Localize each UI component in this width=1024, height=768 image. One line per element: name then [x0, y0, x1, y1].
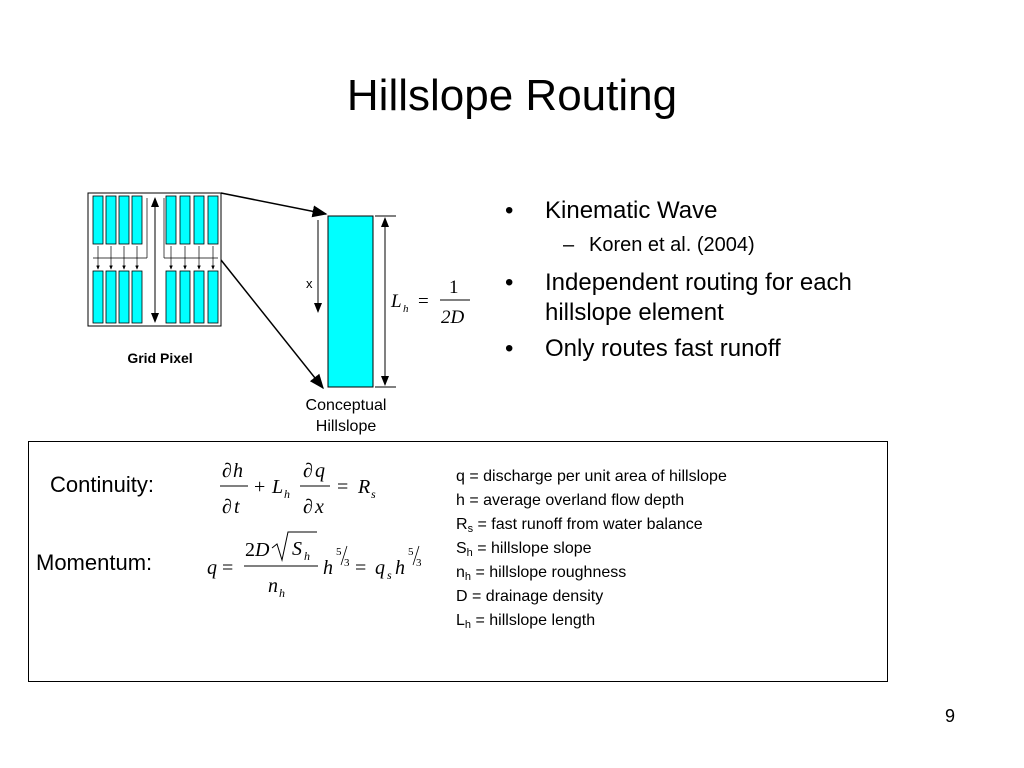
- bullet-dot: •: [505, 335, 514, 362]
- svg-text:=: =: [355, 557, 366, 579]
- momentum-equation: q = 2 D S h n h h 5 3 = q s h 5 3: [207, 531, 422, 600]
- hillslope-element: [193, 270, 205, 324]
- svg-text:=: =: [418, 291, 429, 312]
- svg-text:=: =: [337, 476, 348, 498]
- svg-text:S: S: [292, 538, 302, 560]
- svg-text:s: s: [371, 487, 376, 501]
- bullet-fast-runoff: • Only routes fast runoff: [505, 335, 781, 362]
- concept-line-2: Hillslope: [315, 418, 377, 435]
- svg-text:h: h: [233, 460, 243, 482]
- hillslope-element: [193, 195, 205, 245]
- x-label: x: [306, 276, 313, 291]
- equations-box: [28, 441, 888, 682]
- hillslope-element: [105, 270, 117, 324]
- svg-text:2D: 2D: [441, 307, 465, 328]
- variable-legend: q = discharge per unit area of hillslope…: [456, 465, 727, 633]
- svg-text:5: 5: [408, 546, 414, 558]
- svg-text:L: L: [390, 291, 402, 312]
- svg-text:∂: ∂: [222, 496, 232, 518]
- svg-text:t: t: [234, 496, 240, 518]
- hillslope-element: [207, 195, 219, 245]
- svg-text:q: q: [375, 557, 385, 579]
- svg-text:h: h: [323, 557, 333, 579]
- svg-text:=: =: [222, 557, 233, 579]
- svg-text:D: D: [254, 539, 270, 561]
- svg-text:h: h: [284, 487, 290, 501]
- legend-sh: Sh = hillslope slope: [456, 540, 592, 559]
- svg-text:5: 5: [336, 546, 342, 558]
- hillslope-element: [179, 270, 191, 324]
- hillslope-element: [165, 270, 177, 324]
- lh-formula: L h = 1 2D: [390, 277, 470, 328]
- legend-d: D = drainage density: [456, 588, 604, 605]
- hillslope-element: [131, 270, 143, 324]
- legend-lh: Lh = hillslope length: [456, 612, 596, 631]
- svg-text:3: 3: [416, 557, 422, 569]
- hillslope-element: [92, 195, 104, 245]
- legend-h: h = average overland flow depth: [456, 492, 685, 509]
- conceptual-hillslope: [327, 215, 374, 388]
- bullet-independent-routing: • Independent routing for each hillslope…: [505, 269, 852, 326]
- hillslope-element: [207, 270, 219, 324]
- svg-text:h: h: [403, 303, 409, 315]
- bullet-dot: •: [505, 269, 514, 296]
- svg-text:q: q: [315, 460, 325, 482]
- bullet-dot: •: [505, 197, 514, 224]
- bullet-kinematic-wave: • Kinematic Wave: [505, 197, 718, 224]
- sub-bullet-koren: – Koren et al. (2004): [563, 234, 755, 256]
- svg-text:1: 1: [449, 277, 459, 298]
- concept-line-1: Conceptual: [305, 397, 387, 414]
- svg-text:h: h: [304, 549, 310, 563]
- svg-text:R: R: [357, 476, 370, 498]
- grid-pixel-label: Grid Pixel: [127, 350, 193, 366]
- hillslope-element: [179, 195, 191, 245]
- svg-text:s: s: [387, 568, 392, 582]
- continuity-label: Continuity:: [50, 472, 154, 497]
- page-number: 9: [945, 706, 956, 726]
- legend-rs: Rs = fast runoff from water balance: [456, 516, 703, 535]
- svg-text:L: L: [271, 476, 283, 498]
- hillslope-element: [165, 195, 177, 245]
- hillslope-element: [118, 195, 130, 245]
- hillslope-element: [105, 195, 117, 245]
- hillslope-element: [118, 270, 130, 324]
- svg-text:3: 3: [344, 557, 350, 569]
- svg-text:h: h: [279, 586, 285, 600]
- svg-text:x: x: [314, 496, 324, 518]
- svg-text:2: 2: [245, 539, 255, 561]
- svg-text:∂: ∂: [222, 460, 232, 482]
- svg-text:q: q: [207, 557, 217, 579]
- bullet-list: • Kinematic Wave – Koren et al. (2004) •…: [505, 196, 925, 364]
- legend-nh: nh = hillslope roughness: [456, 564, 627, 583]
- momentum-label: Momentum:: [36, 550, 153, 575]
- conceptual-hillslope-label: Conceptual Hillslope: [282, 395, 410, 437]
- svg-text:n: n: [268, 575, 278, 597]
- hillslope-element: [92, 270, 104, 324]
- slide-title: Hillslope Routing: [346, 71, 678, 120]
- svg-text:+: +: [254, 476, 265, 498]
- svg-text:∂: ∂: [303, 460, 313, 482]
- hillslope-element: [131, 195, 143, 245]
- continuity-equation: ∂ h ∂ t + L h ∂ q ∂ x = R s: [220, 460, 376, 518]
- bullet-dash: –: [563, 234, 575, 256]
- svg-text:∂: ∂: [303, 496, 313, 518]
- legend-q: q = discharge per unit area of hillslope: [456, 468, 727, 485]
- grid-pixel: [87, 192, 222, 327]
- svg-text:h: h: [395, 557, 405, 579]
